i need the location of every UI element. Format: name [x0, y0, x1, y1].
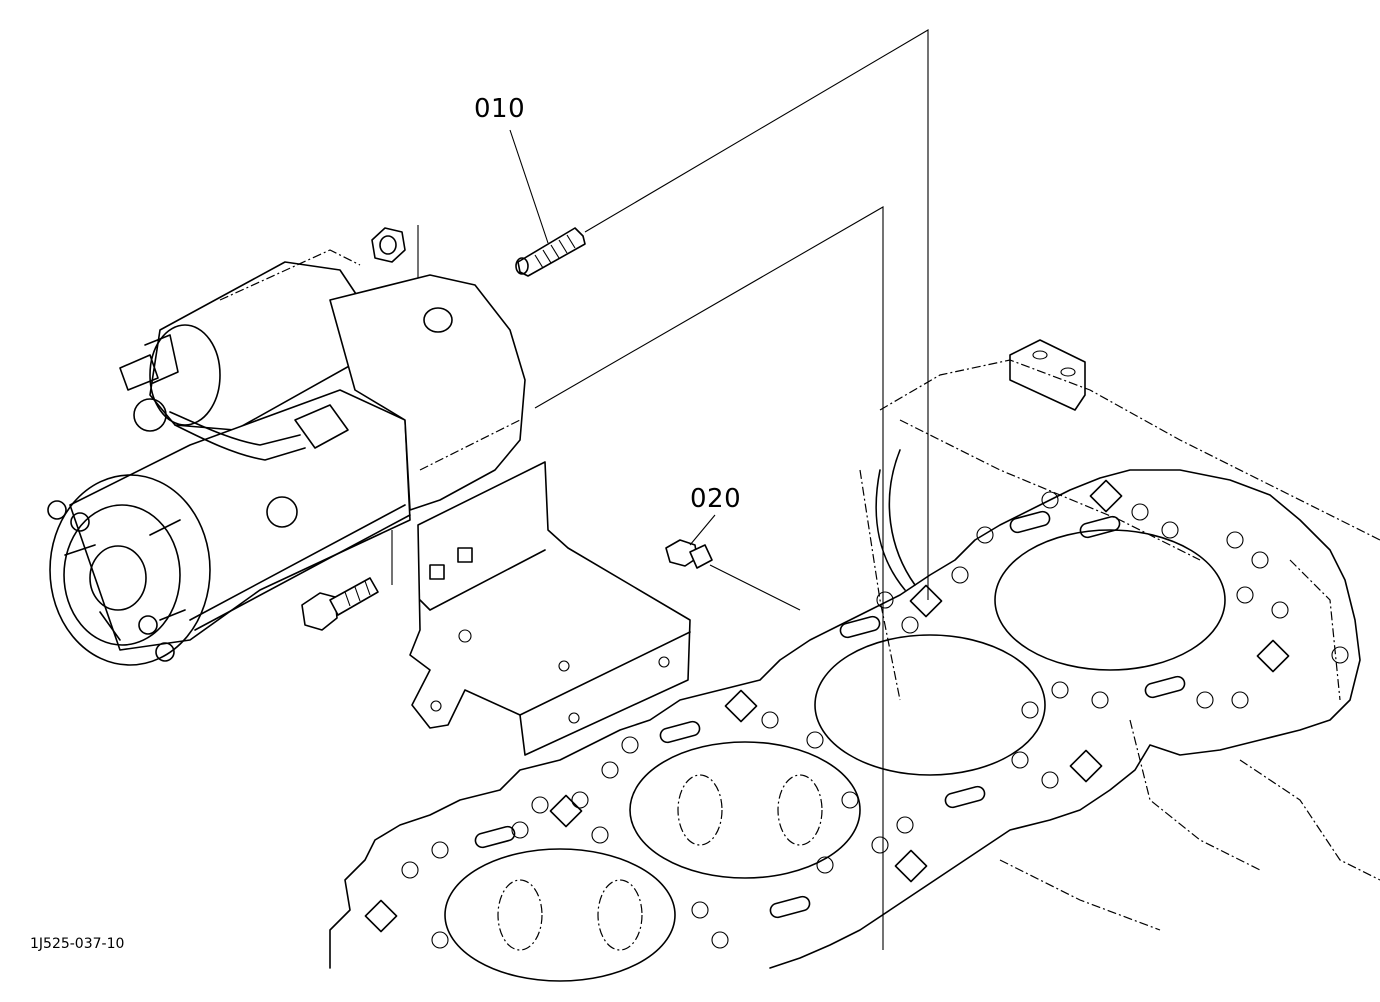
starter-bracket — [409, 461, 691, 756]
head-gasket — [329, 469, 1361, 982]
bolt-020 — [665, 514, 716, 569]
stud-010 — [509, 129, 586, 277]
mounting-bolt — [301, 577, 379, 631]
assembly-leader-lines — [391, 29, 929, 950]
starter-motor — [47, 249, 526, 666]
figure-code: 1J525-037-10 — [30, 936, 125, 952]
nut — [371, 227, 406, 263]
callout-label-020: 020 — [690, 484, 742, 514]
callout-label-010: 010 — [474, 94, 526, 124]
engine-block — [859, 339, 1380, 931]
